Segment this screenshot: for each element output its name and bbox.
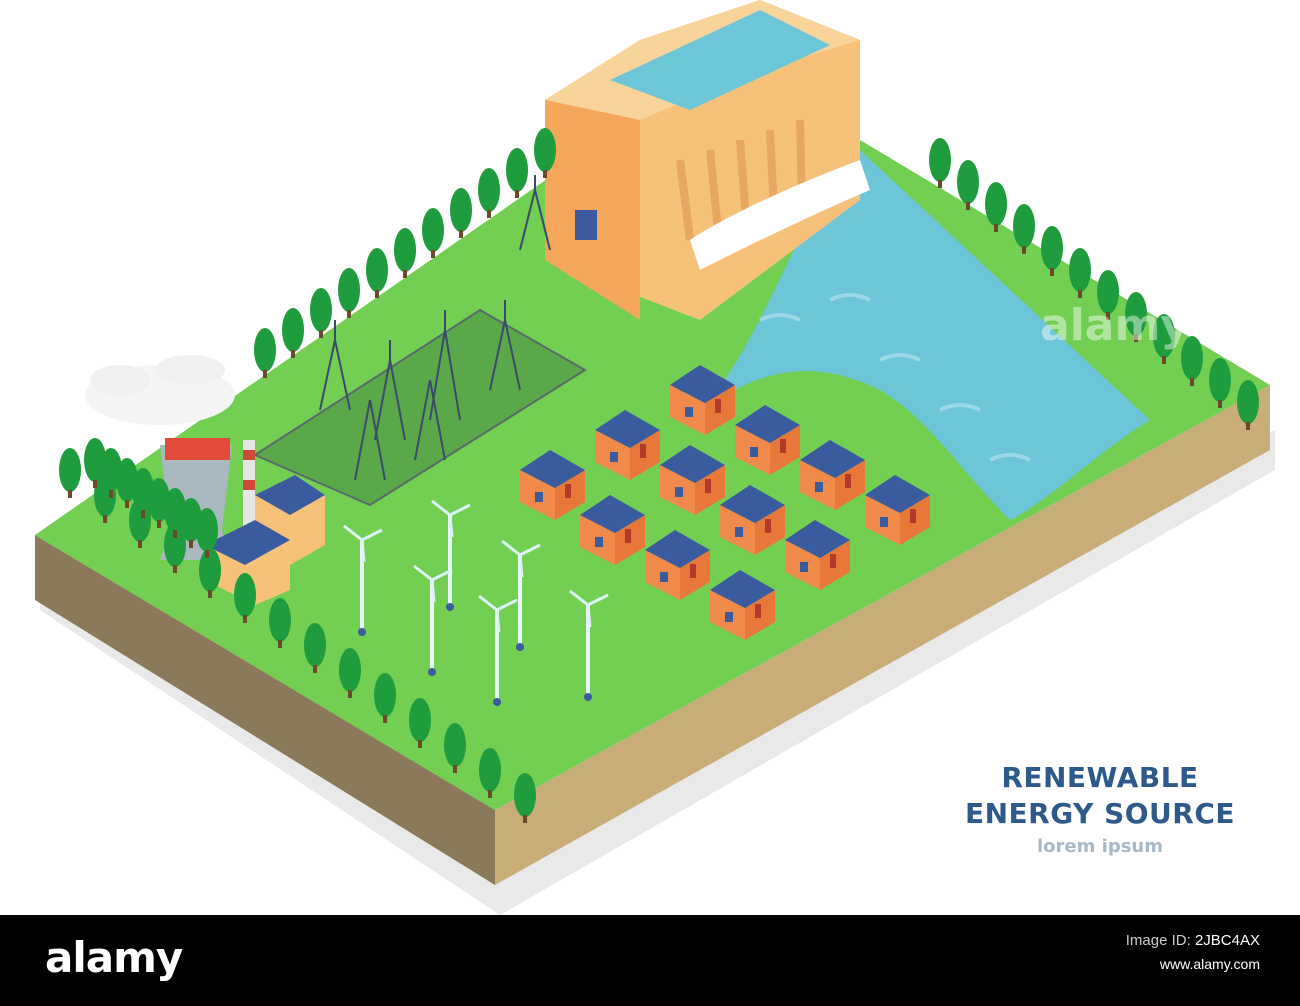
renewable-energy-scene [35,0,1275,915]
tree [450,188,472,238]
tree [479,748,501,798]
house [595,410,660,480]
image-id: 2JBC4AX [1194,932,1260,949]
tree [1181,336,1203,386]
soil-left-side [35,535,495,885]
tree [1153,314,1175,364]
tree [374,673,396,723]
tree [444,723,466,773]
tree [1069,248,1091,298]
tree [339,648,361,698]
tree [338,268,360,318]
tree [1041,226,1063,276]
tree [422,208,444,258]
tree [478,168,500,218]
wind-turbine [569,589,609,701]
tree [199,548,221,598]
house [785,520,850,590]
tree [985,182,1007,232]
tree [269,598,291,648]
wind-turbine [413,564,453,676]
tree [957,160,979,210]
house [660,445,725,515]
house [645,530,710,600]
wind-turbine [478,594,518,706]
house [520,450,585,520]
house [865,475,930,545]
image-info: Image ID: 2JBC4AX www.alamy.com [1126,929,1260,975]
subtitle: lorem ipsum [1037,835,1163,857]
tree [1097,270,1119,320]
watermark: alamy [1040,300,1189,351]
river-ripples [759,293,1031,462]
footer-bar: alamy Image ID: 2JBC4AX www.alamy.com [0,915,1300,1006]
tree [310,288,332,338]
tree [304,623,326,673]
tree [1125,292,1147,342]
wind-turbine [431,499,471,611]
tree [1013,204,1035,254]
tree [196,508,218,558]
title-block: RENEWABLE ENERGY SOURCE lorem ipsum [940,760,1260,858]
trees [59,128,1259,823]
tree [1237,380,1259,430]
tree [234,573,256,623]
tree [254,328,276,378]
transformer-box [575,210,597,240]
tree [164,523,186,573]
soil-right-side [495,385,1270,885]
tree [534,128,556,178]
tree [929,138,951,188]
house [580,495,645,565]
wind-turbine [343,524,383,636]
brand-logo: alamy [45,933,183,982]
tree [282,308,304,358]
house [710,570,775,640]
image-id-label: Image ID: [1125,932,1191,949]
wind-turbines [343,499,609,706]
tree [409,698,431,748]
wind-turbine [501,539,541,651]
title-line-1: RENEWABLE [1001,761,1199,794]
house [800,440,865,510]
tree [366,248,388,298]
house [670,365,735,435]
tree [59,448,81,498]
tree [1209,358,1231,408]
river [690,150,1150,520]
tree [394,228,416,278]
tree [506,148,528,198]
electrical-substation [252,175,587,507]
title-line-2: ENERGY SOURCE [964,797,1236,831]
solar-houses [520,365,930,640]
house [720,485,785,555]
house [735,405,800,475]
tree [514,773,536,823]
site-url: www.alamy.com [1159,956,1260,972]
